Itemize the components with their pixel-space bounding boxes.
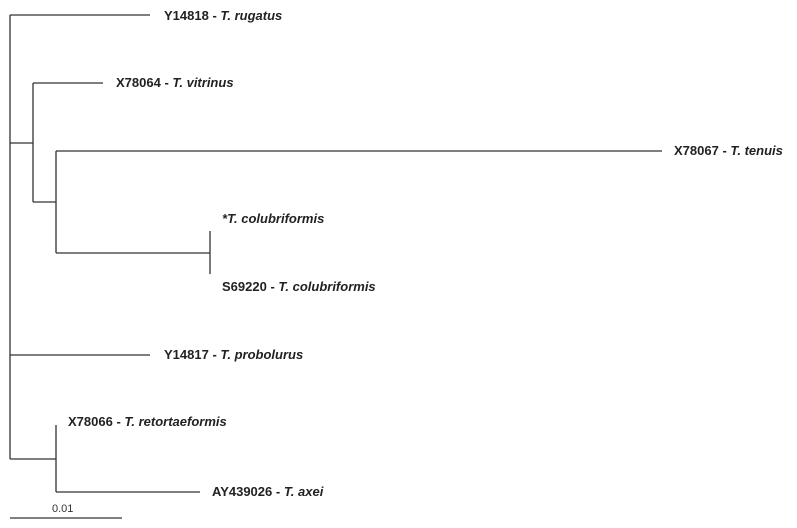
leaf-label-colubriformis-s69220: S69220 - T. colubriformis bbox=[222, 279, 376, 294]
leaf-label-tenuis: X78067 - T. tenuis bbox=[674, 143, 783, 158]
scale-bar-label: 0.01 bbox=[52, 503, 73, 515]
leaf-label-rugatus: Y14818 - T. rugatus bbox=[164, 8, 282, 23]
scale-bar: 0.01 bbox=[10, 503, 122, 519]
leaf-label-retortaeformis: X78066 - T. retortaeformis bbox=[68, 414, 227, 429]
leaf-label-probolurus: Y14817 - T. probolurus bbox=[164, 347, 303, 362]
leaf-label-colubriformis-star: *T. colubriformis bbox=[222, 211, 324, 226]
leaf-labels: Y14818 - T. rugatus X78064 - T. vitrinus… bbox=[68, 8, 783, 499]
leaf-label-vitrinus: X78064 - T. vitrinus bbox=[116, 75, 234, 90]
tree-branches bbox=[9, 14, 662, 493]
leaf-label-axei: AY439026 - T. axei bbox=[212, 484, 324, 499]
